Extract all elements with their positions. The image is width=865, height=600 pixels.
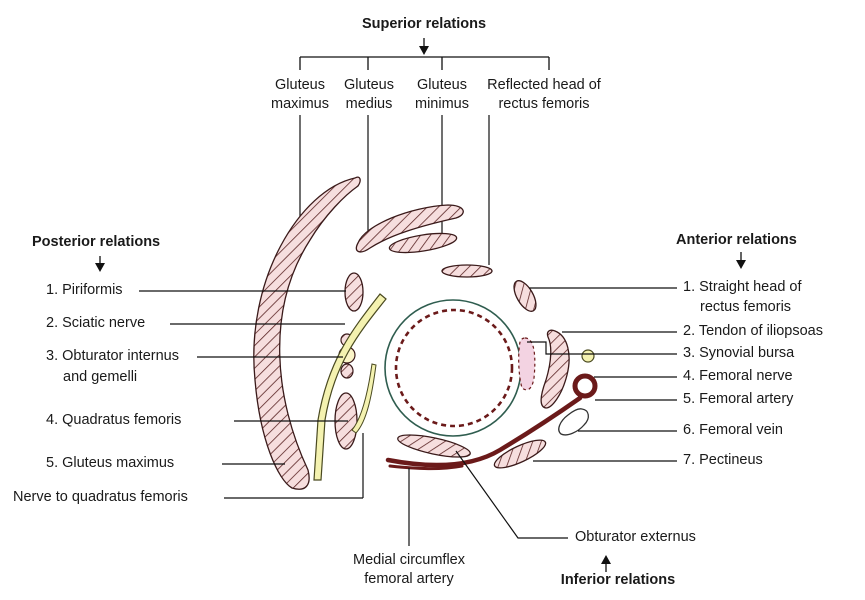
anterior-label-straight-head: 1. Straight head of [683, 279, 802, 295]
posterior-label-obturator-internus: 3. Obturator internus [46, 348, 179, 364]
sciatic-nerve-shape [313, 293, 387, 481]
anterior-label-femoral-artery: 5. Femoral artery [683, 391, 794, 407]
gemellus-inferior-shape [340, 363, 354, 379]
inferior-leader-lines [408, 450, 568, 546]
anterior-label-pectineus: 7. Pectineus [683, 452, 763, 468]
inferior-label-medial-circumflex-line1: Medial circumflex [353, 552, 465, 568]
reflected-head-label-line2: rectus femoris [498, 96, 590, 112]
anterior-label-femoral-vein: 6. Femoral vein [683, 422, 783, 438]
anterior-label-femoral-nerve: 4. Femoral nerve [683, 368, 793, 384]
obturator-externus-shape [397, 434, 471, 458]
femoral-head-dashed [394, 308, 514, 428]
posterior-leader-lines [139, 290, 364, 499]
posterior-label-gemelli: and gemelli [63, 369, 138, 385]
gluteus-medius-label-line1: Gluteus [344, 77, 394, 93]
gluteus-maximus-label: Gluteus maximus [271, 76, 329, 114]
superior-bracket [299, 38, 550, 70]
reflected-head-label: Reflected head of rectus femoris [487, 76, 601, 114]
posterior-label-piriformis: 1. Piriformis [46, 282, 123, 298]
femoral-vein-shape [558, 408, 589, 436]
reflected-head-shape [441, 264, 493, 278]
anterior-leader-lines [527, 287, 677, 462]
posterior-arrow-icon [95, 263, 105, 272]
reflected-head-label-line1: Reflected head of [487, 77, 601, 93]
inferior-relations-heading: Inferior relations [560, 572, 676, 588]
anterior-relations-heading: Anterior relations [676, 232, 797, 248]
gluteus-maximus-label-line1: Gluteus [275, 77, 325, 93]
piriformis-shape [344, 272, 364, 312]
anterior-label-rectus-femoris: rectus femoris [700, 299, 792, 315]
posterior-relations-heading: Posterior relations [32, 234, 161, 250]
inferior-label-obturator-externus: Obturator externus [575, 529, 696, 545]
iliopsoas-tendon-shape [540, 329, 570, 409]
posterior-label-gluteus-maximus: 5. Gluteus maximus [46, 455, 175, 471]
gluteus-minimus-label: Gluteus minimus [415, 76, 469, 114]
gluteus-medius-label: Gluteus medius [344, 76, 394, 114]
inferior-arrow-icon [601, 555, 611, 564]
gluteus-medius-label-line2: medius [345, 96, 393, 112]
inferior-label-medial-circumflex-line2: femoral artery [364, 571, 454, 587]
posterior-label-nerve-to-quadratus: Nerve to quadratus femoris [13, 489, 188, 505]
posterior-label-sciatic-nerve: 2. Sciatic nerve [46, 315, 146, 331]
gluteus-minimus-label-line2: minimus [415, 96, 469, 112]
medial-circumflex-artery-branch-shape [388, 464, 464, 471]
inferior-label-medial-circumflex: Medial circumflex femoral artery [353, 551, 465, 589]
gluteus-maximus-shape [253, 176, 361, 490]
femoral-artery-shape [572, 373, 598, 399]
acetabulum-ring [384, 299, 522, 437]
posterior-label-quadratus-femoris: 4. Quadratus femoris [46, 412, 182, 428]
gluteus-maximus-label-line2: maximus [270, 96, 330, 112]
anterior-label-synovial-bursa: 3. Synovial bursa [683, 345, 795, 361]
anterior-arrow-icon [736, 260, 746, 269]
superior-arrow-icon [419, 46, 429, 55]
nerve-to-quadratus-femoris-shape [351, 363, 377, 434]
superior-relations-heading: Superior relations [361, 16, 487, 32]
anterior-label-iliopsoas: 2. Tendon of iliopsoas [683, 323, 824, 339]
gluteus-medius-shape [355, 204, 464, 253]
synovial-bursa-shape [518, 337, 536, 391]
straight-head-shape [513, 280, 537, 312]
gluteus-minimus-label-line1: Gluteus [417, 77, 467, 93]
gluteus-minimus-shape [388, 232, 458, 254]
femoral-nerve-shape [581, 349, 595, 363]
pectineus-shape [493, 439, 547, 469]
medial-circumflex-artery-shape [385, 395, 583, 468]
